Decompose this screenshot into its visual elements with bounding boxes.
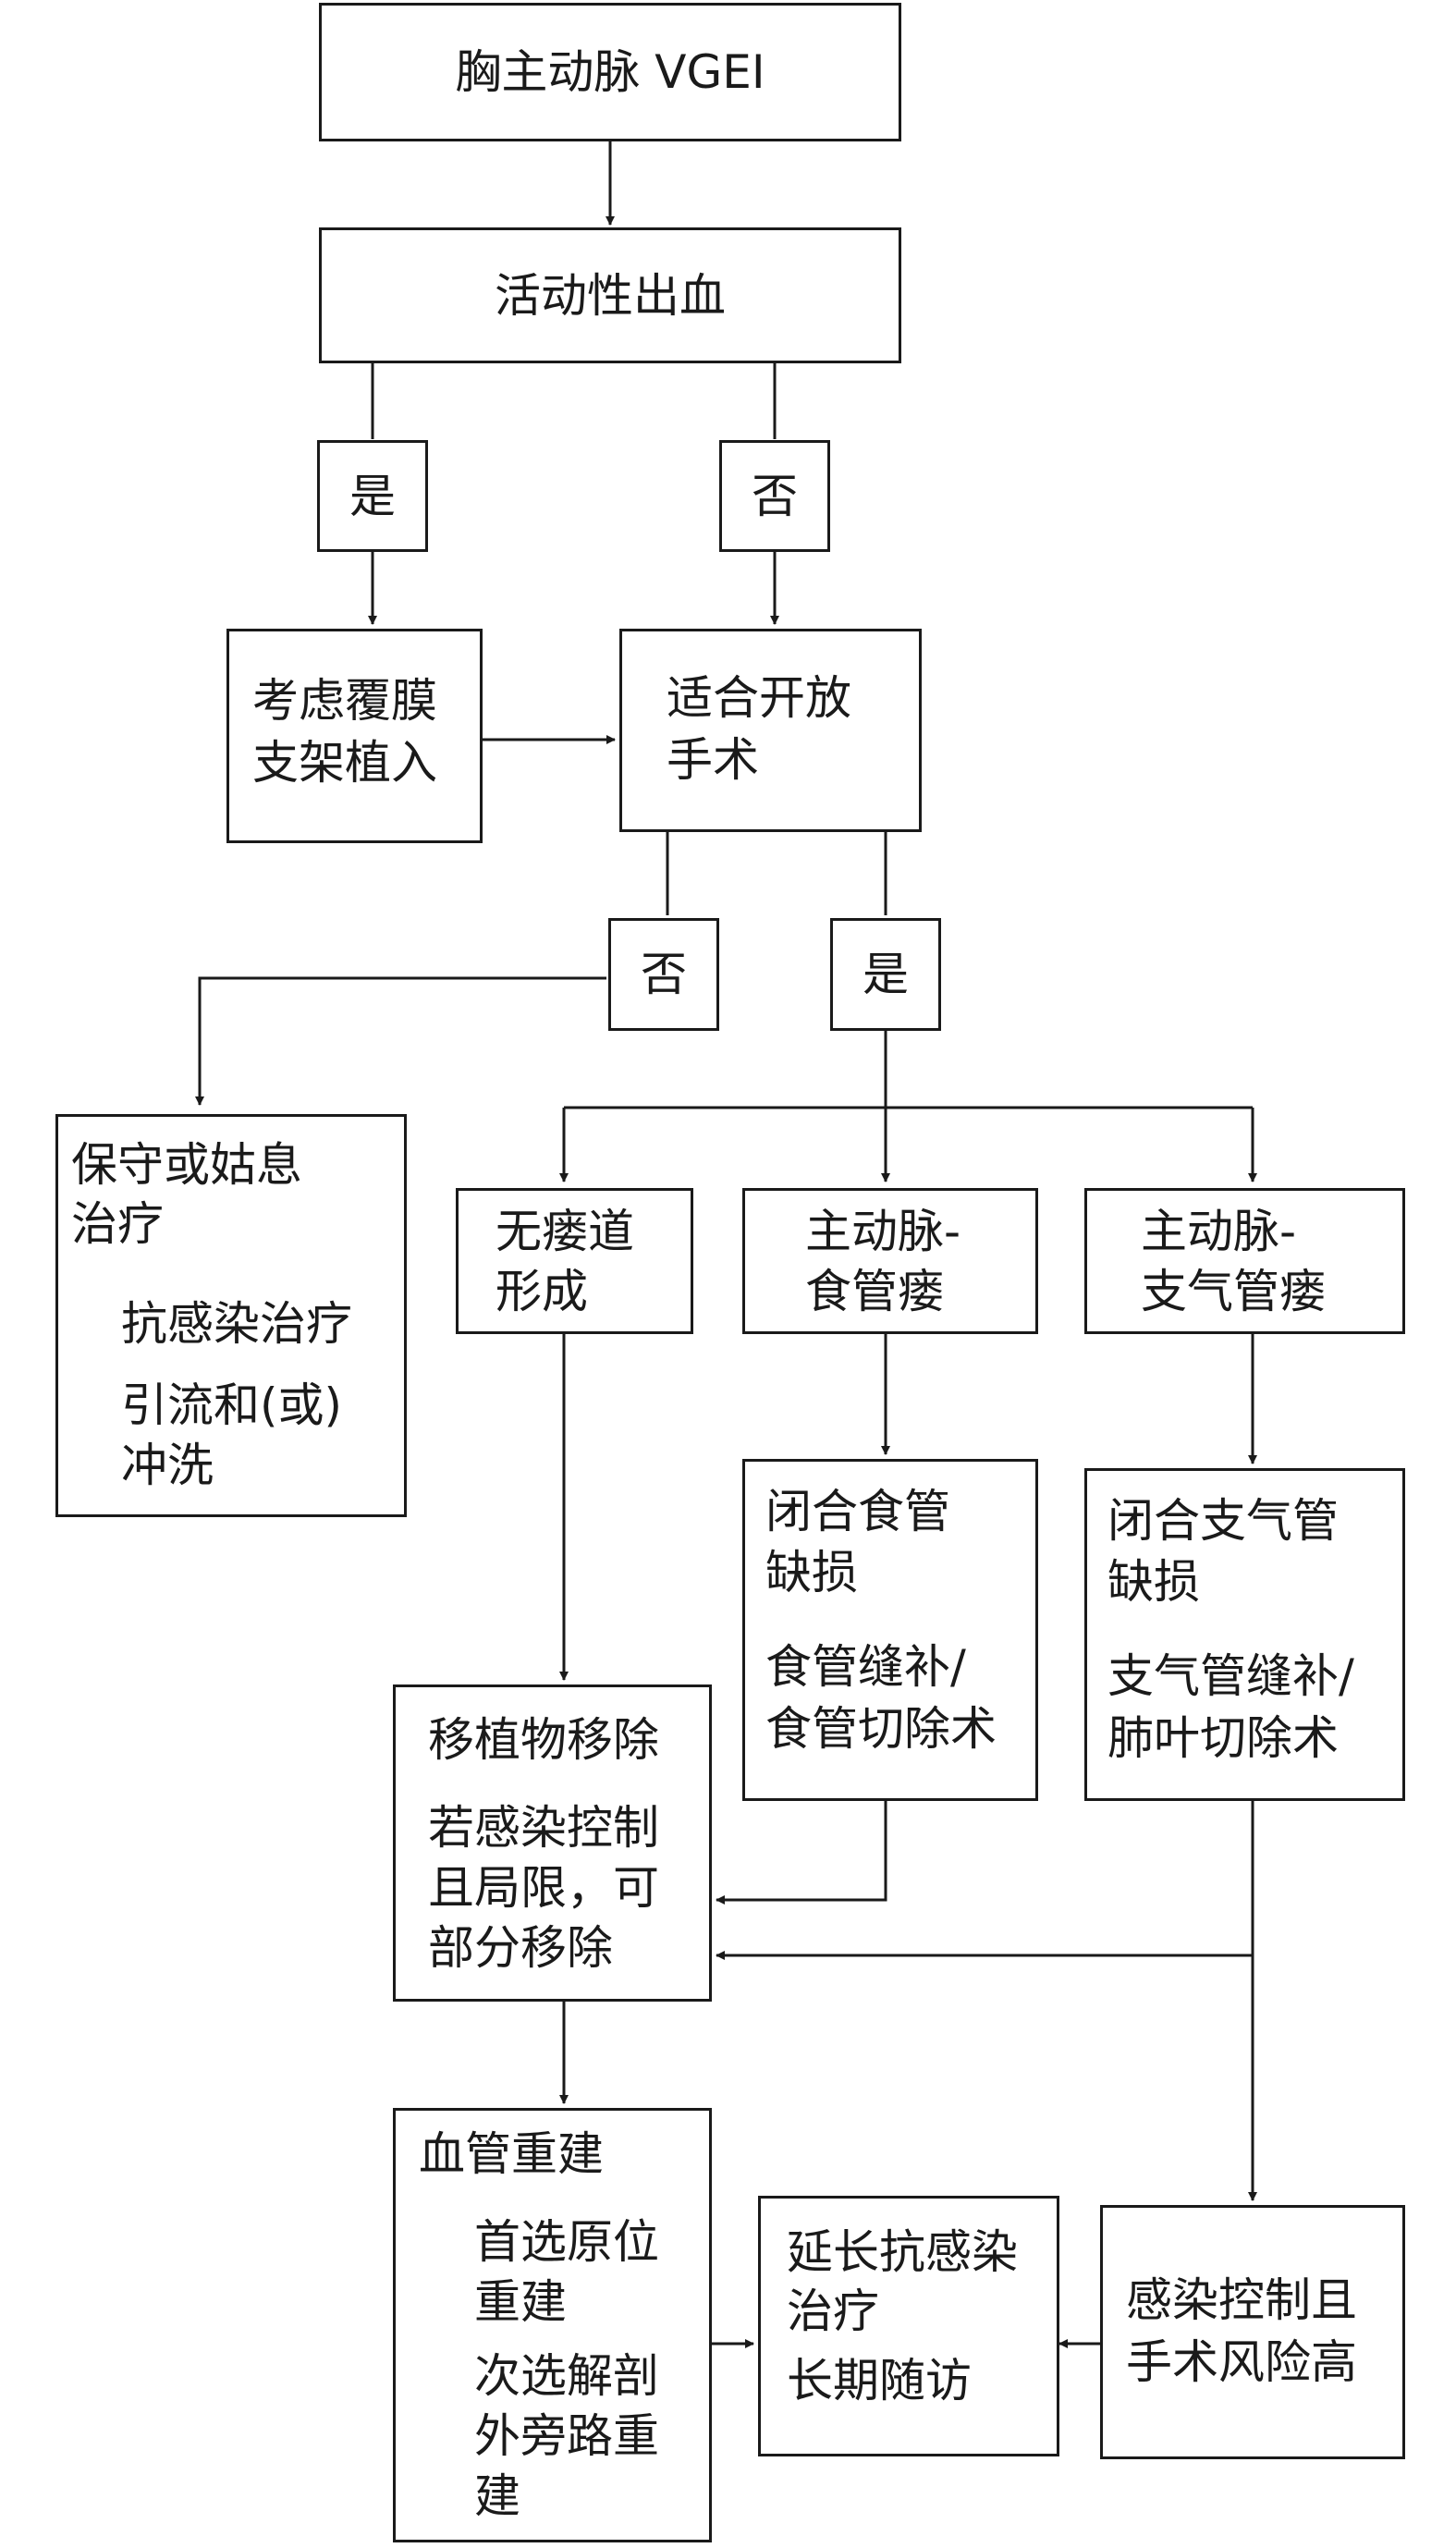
conservative-node: 保守或姑息 治疗 抗感染治疗 引流和(或) 冲洗 bbox=[55, 1114, 407, 1517]
yes-box-1: 是 bbox=[317, 440, 428, 552]
reconstruction-item-4: 外旁路重 bbox=[474, 2409, 659, 2463]
high-risk-line-1: 感染控制且 bbox=[1126, 2273, 1357, 2327]
conservative-item-3: 冲洗 bbox=[121, 1439, 214, 1492]
yes-label-1: 是 bbox=[349, 469, 396, 523]
aorto-bronchial-line-1: 主动脉- bbox=[1141, 1205, 1297, 1258]
stent-line-2: 支架植入 bbox=[252, 736, 437, 790]
graft-removal-item-2: 且局限，可 bbox=[428, 1861, 659, 1915]
no-fistula-node: 无瘘道 形成 bbox=[456, 1188, 693, 1334]
graft-removal-node: 移植物移除 若感染控制 且局限，可 部分移除 bbox=[393, 1684, 712, 2002]
high-risk-line-2: 手术风险高 bbox=[1126, 2335, 1357, 2389]
close-esophageal-item-1: 食管缝补/ bbox=[765, 1640, 966, 1694]
start-label: 胸主动脉 VGEI bbox=[455, 45, 765, 99]
prolonged-antibiotic-node: 延长抗感染 治疗 长期随访 bbox=[758, 2196, 1059, 2456]
close-bronchial-item-2: 肺叶切除术 bbox=[1107, 1711, 1339, 1765]
close-bronchial-defect-node: 闭合支气管 缺损 支气管缝补/ 肺叶切除术 bbox=[1084, 1468, 1405, 1801]
aorto-esophageal-fistula-node: 主动脉- 食管瘘 bbox=[742, 1188, 1038, 1334]
no-box-2: 否 bbox=[608, 918, 719, 1031]
conservative-item-1: 抗感染治疗 bbox=[121, 1297, 352, 1351]
open-surgery-node: 适合开放 手术 bbox=[619, 629, 922, 832]
reconstruction-item-2: 重建 bbox=[474, 2275, 567, 2329]
no-label-1: 否 bbox=[752, 469, 798, 523]
close-esophageal-item-2: 食管切除术 bbox=[765, 1702, 997, 1756]
yes-box-2: 是 bbox=[830, 918, 941, 1031]
close-bronchial-title-1: 闭合支气管 bbox=[1107, 1494, 1339, 1548]
open-surgery-line-1: 适合开放 bbox=[667, 671, 851, 725]
aorto-bronchial-fistula-node: 主动脉- 支气管瘘 bbox=[1084, 1188, 1405, 1334]
close-bronchial-title-2: 缺损 bbox=[1107, 1555, 1200, 1609]
prolonged-line-2: 治疗 bbox=[787, 2285, 879, 2338]
reconstruction-title: 血管重建 bbox=[419, 2127, 604, 2181]
start-node: 胸主动脉 VGEI bbox=[319, 3, 901, 141]
yes-label-2: 是 bbox=[863, 948, 909, 1001]
graft-removal-item-1: 若感染控制 bbox=[428, 1801, 659, 1855]
no-fistula-line-1: 无瘘道 bbox=[496, 1205, 634, 1258]
reconstruction-item-3: 次选解剖 bbox=[474, 2349, 659, 2403]
prolonged-line-3: 长期随访 bbox=[787, 2354, 972, 2407]
reconstruction-item-5: 建 bbox=[474, 2469, 520, 2523]
aorto-esophageal-line-2: 食管瘘 bbox=[805, 1265, 944, 1318]
aorto-esophageal-line-1: 主动脉- bbox=[805, 1205, 961, 1258]
arrow-no2-to-conservative bbox=[195, 976, 606, 1106]
stent-graft-node: 考虑覆膜 支架植入 bbox=[226, 629, 483, 843]
no-box-1: 否 bbox=[719, 440, 830, 552]
stent-line-1: 考虑覆膜 bbox=[252, 674, 437, 728]
no-fistula-line-2: 形成 bbox=[496, 1265, 588, 1318]
close-esophageal-defect-node: 闭合食管 缺损 食管缝补/ 食管切除术 bbox=[742, 1459, 1038, 1801]
high-surgical-risk-node: 感染控制且 手术风险高 bbox=[1100, 2205, 1405, 2459]
conservative-item-2: 引流和(或) bbox=[121, 1378, 343, 1432]
close-esophageal-title-2: 缺损 bbox=[765, 1546, 858, 1599]
no-label-2: 否 bbox=[641, 948, 687, 1001]
reconstruction-item-1: 首选原位 bbox=[474, 2215, 659, 2269]
conservative-title-1: 保守或姑息 bbox=[71, 1138, 302, 1192]
vascular-reconstruction-node: 血管重建 首选原位 重建 次选解剖 外旁路重 建 bbox=[393, 2108, 712, 2542]
close-esophageal-title-1: 闭合食管 bbox=[765, 1485, 950, 1538]
active-bleeding-label: 活动性出血 bbox=[495, 268, 726, 323]
aorto-bronchial-line-2: 支气管瘘 bbox=[1141, 1265, 1326, 1318]
conservative-title-2: 治疗 bbox=[71, 1197, 164, 1251]
open-surgery-line-2: 手术 bbox=[667, 733, 759, 787]
prolonged-line-1: 延长抗感染 bbox=[787, 2225, 1018, 2279]
graft-removal-title: 移植物移除 bbox=[428, 1713, 659, 1767]
close-bronchial-item-1: 支气管缝补/ bbox=[1107, 1649, 1354, 1703]
graft-removal-item-3: 部分移除 bbox=[428, 1921, 613, 1975]
active-bleeding-node: 活动性出血 bbox=[319, 227, 901, 363]
arrow-close-esophageal-to-removal bbox=[716, 1801, 887, 1905]
